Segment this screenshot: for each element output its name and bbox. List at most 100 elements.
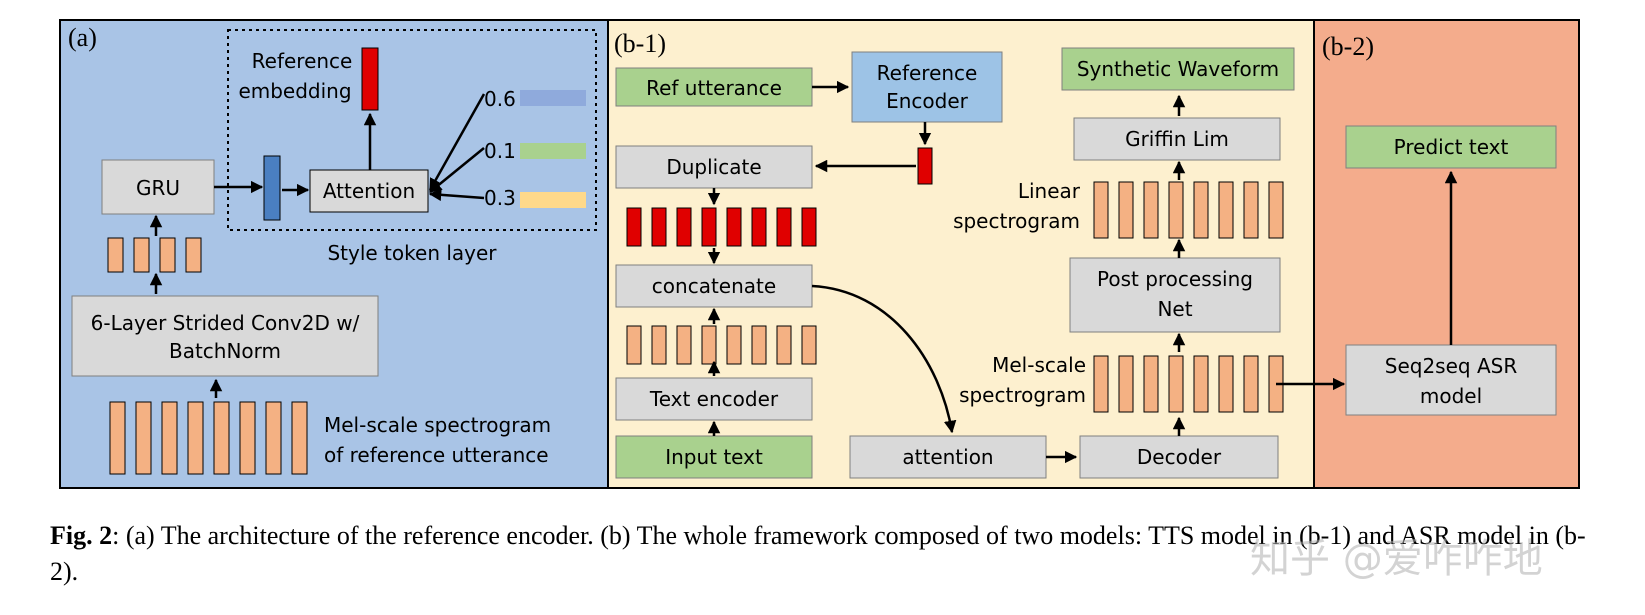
concatenate-label: concatenate [652,274,776,298]
reference-mel-cells [109,401,308,475]
text-feature-cell [751,325,767,365]
gru-output-cell [263,155,281,221]
token-bar-3 [520,192,586,208]
mel-cell [265,401,282,475]
mel-cell [239,401,256,475]
embedding-cell [626,207,642,247]
post-processing-box [1069,257,1281,333]
caption-fig-number: Fig. 2 [50,521,113,550]
watermark: 知乎 @爱咋咋地 [1250,536,1543,582]
embedding-cell [751,207,767,247]
linear-spectrogram-cells [1093,181,1284,239]
panel-b2 [1313,19,1580,489]
linear-cell [1193,181,1209,239]
griffin-lim-box [1073,117,1281,161]
token-weight-2: 0.1 [484,139,516,163]
gru-input-cells [107,237,202,273]
arrow-token2-to-attention [429,147,485,193]
conv-box [71,295,379,377]
linear-cell [1093,181,1109,239]
mel-ref-label-1: Mel-scale spectrogram [324,413,551,437]
conv-label-2: BatchNorm [169,339,281,363]
text-feature-cell [801,325,817,365]
linear-cell [1243,181,1259,239]
mel-ref-label-2: of reference utterance [324,443,549,467]
embedding-cell [801,207,817,247]
embedding-cell [651,207,667,247]
linear-cell [1218,181,1234,239]
synthetic-waveform-box [1061,47,1295,91]
asr-model-label-2: model [1420,384,1482,408]
panel-a-label: (a) [68,23,97,52]
duplicate-box [615,145,813,189]
asr-model-label-1: Seq2seq ASR [1385,354,1518,378]
token-weight-3: 0.3 [484,186,516,210]
reference-encoder-label-2: Encoder [886,89,969,113]
feature-cell [159,237,176,273]
reference-embedding-label-2: embedding [238,79,351,103]
mel-cell [1168,355,1184,413]
token-weight-1: 0.6 [484,87,516,111]
mel-cell [109,401,126,475]
mel-cell [213,401,230,475]
linear-cell [1268,181,1284,239]
decoder-label: Decoder [1137,445,1222,469]
linear-cell [1143,181,1159,239]
input-text-label: Input text [665,445,763,469]
arrow-token3-to-attention [428,188,485,202]
linear-spectrogram-label-2: spectrogram [953,209,1080,233]
mel-spectrogram-cells [1093,355,1284,413]
text-feature-cell [626,325,642,365]
mel-cell [291,401,308,475]
predict-text-label: Predict text [1394,135,1509,159]
token-bar-1 [520,90,586,106]
mel-cell [1118,355,1134,413]
mel-cell [135,401,152,475]
panel-b2-label: (b-2) [1322,32,1374,61]
text-feature-cell [676,325,692,365]
post-processing-label-2: Net [1157,297,1192,321]
predict-text-box [1345,125,1557,169]
mel-cell [1143,355,1159,413]
post-processing-label-1: Post processing [1097,267,1253,291]
embedding-cell [676,207,692,247]
text-feature-cell [776,325,792,365]
encoder-output-cell [917,147,933,185]
arrow-concatenate-to-attention [811,284,957,434]
duplicate-label: Duplicate [666,155,761,179]
synthetic-waveform-label: Synthetic Waveform [1077,57,1279,81]
panel-b1-label: (b-1) [614,29,666,58]
text-feature-cell [726,325,742,365]
mel-cell [187,401,204,475]
mel-cell [1243,355,1259,413]
style-token-layer-box [227,29,597,231]
text-feature-cell [651,325,667,365]
figure-caption: Fig. 2: (a) The architecture of the refe… [50,518,1610,590]
arrow-token1-to-attention [428,93,486,192]
text-encoder-label: Text encoder [649,387,779,411]
linear-cell [1118,181,1134,239]
duplicated-embedding-cells [626,207,817,247]
mel-cell [1218,355,1234,413]
reference-encoder-label-1: Reference [877,61,978,85]
reference-embedding-label: Reference [252,49,353,73]
text-feature-cell [701,325,717,365]
mel-cell [161,401,178,475]
decoder-box [1079,435,1279,479]
conv-label-1: 6-Layer Strided Conv2D w/ [91,311,360,335]
gru-box [101,159,215,215]
style-token-layer-label: Style token layer [327,241,497,265]
mel-cell [1193,355,1209,413]
embedding-cell [726,207,742,247]
attention-label-a: Attention [323,179,415,203]
embedding-cell [776,207,792,247]
attention-label-b1: attention [902,445,993,469]
mel-cell [1093,355,1109,413]
mel-spectrogram-label-1: Mel-scale [992,353,1086,377]
mel-spectrogram-label-2: spectrogram [959,383,1086,407]
gru-label: GRU [136,176,180,200]
feature-cell [185,237,202,273]
caption-text: : (a) The architecture of the reference … [50,521,1586,586]
token-bar-2 [520,143,586,159]
